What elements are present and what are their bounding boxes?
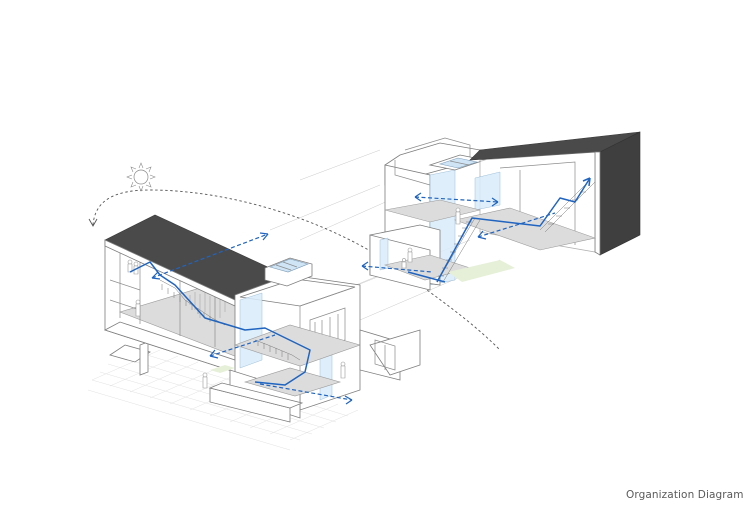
sun-path-arrow	[88, 189, 501, 351]
sun-icon	[126, 162, 156, 192]
view-arrows-main	[151, 232, 353, 405]
people-figures	[127, 259, 346, 389]
main-house	[103, 214, 421, 423]
perforated-screen	[189, 290, 226, 320]
upper-people	[401, 207, 461, 269]
landscape-patch	[210, 365, 235, 373]
circulation-path-upper	[436, 177, 591, 283]
view-arrows-upper	[361, 192, 556, 273]
upper-roof-side	[599, 131, 641, 256]
circulation-path-main	[129, 261, 311, 386]
upper-house	[361, 131, 641, 291]
upper-stair	[436, 179, 596, 283]
upper-landscape-patch	[448, 260, 515, 282]
diagram-caption: Organization Diagram	[626, 489, 744, 501]
